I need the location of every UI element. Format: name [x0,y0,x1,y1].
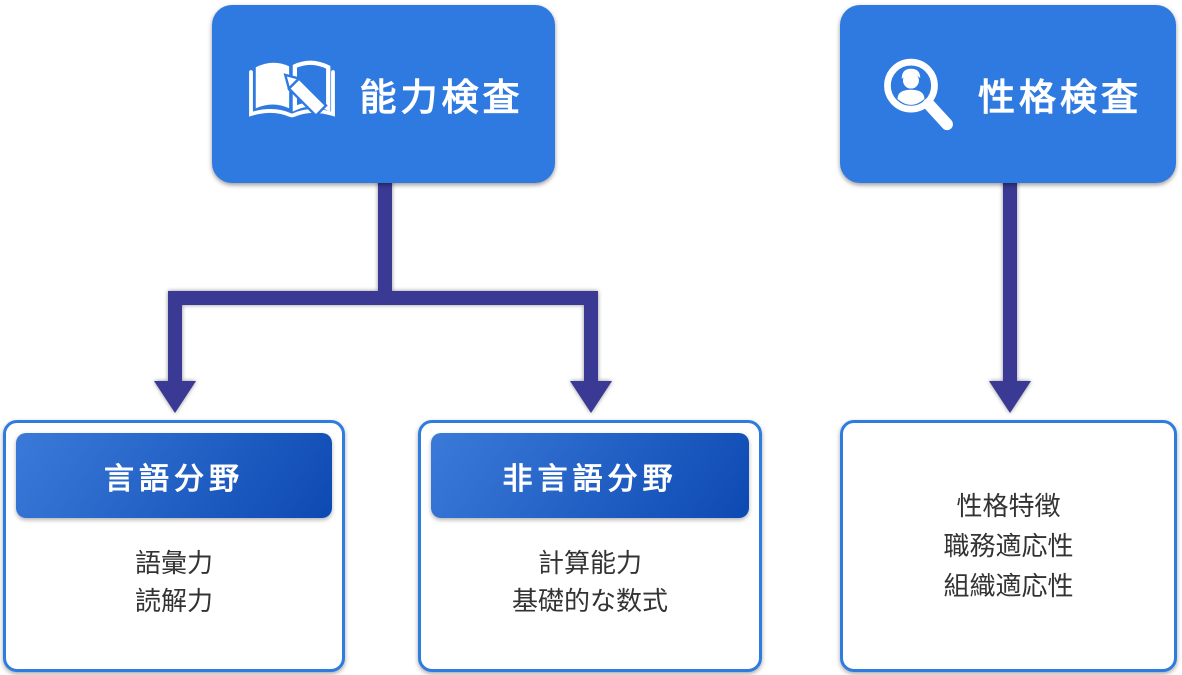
personality-test-node: 性格検査 [840,5,1176,183]
ability-test-node: 能力検査 [212,5,555,183]
nonverbal-field-node: 非言語分野 計算能力 基礎的な数式 [418,420,762,672]
personality-detail-items: 性格特徴 職務適応性 組織適応性 [843,423,1174,669]
verbal-field-title: 言語分野 [104,462,244,496]
pencil-glyph [283,73,328,118]
list-item: 性格特徴 [956,491,1061,521]
nonverbal-field-items: 計算能力 基礎的な数式 [421,544,759,620]
arrowhead-middle [570,381,612,413]
personality-arrow [989,176,1031,413]
list-item: 語彙力 [134,548,213,578]
list-item: 基礎的な数式 [511,586,668,616]
verbal-field-header: 言語分野 [16,433,332,518]
book-pencil-icon [248,60,335,118]
arrowhead-right [989,381,1031,413]
verbal-field-items: 語彙力 読解力 [6,544,342,620]
nonverbal-field-title: 非言語分野 [502,462,678,496]
verbal-field-node: 言語分野 語彙力 読解力 [3,420,345,672]
personality-detail-node: 性格特徴 職務適応性 組織適応性 [840,420,1177,672]
list-item: 職務適応性 [943,531,1074,561]
list-item: 計算能力 [537,548,642,578]
ability-test-title: 能力検査 [359,77,524,118]
arrowhead-left [154,381,196,413]
person-glyph [897,68,925,105]
ability-branch-arrow [154,176,612,413]
magnifier-person-icon [884,58,953,131]
list-item: 組織適応性 [943,571,1074,601]
personality-test-title: 性格検査 [978,77,1142,118]
nonverbal-field-header: 非言語分野 [431,433,749,518]
list-item: 読解力 [134,586,213,616]
